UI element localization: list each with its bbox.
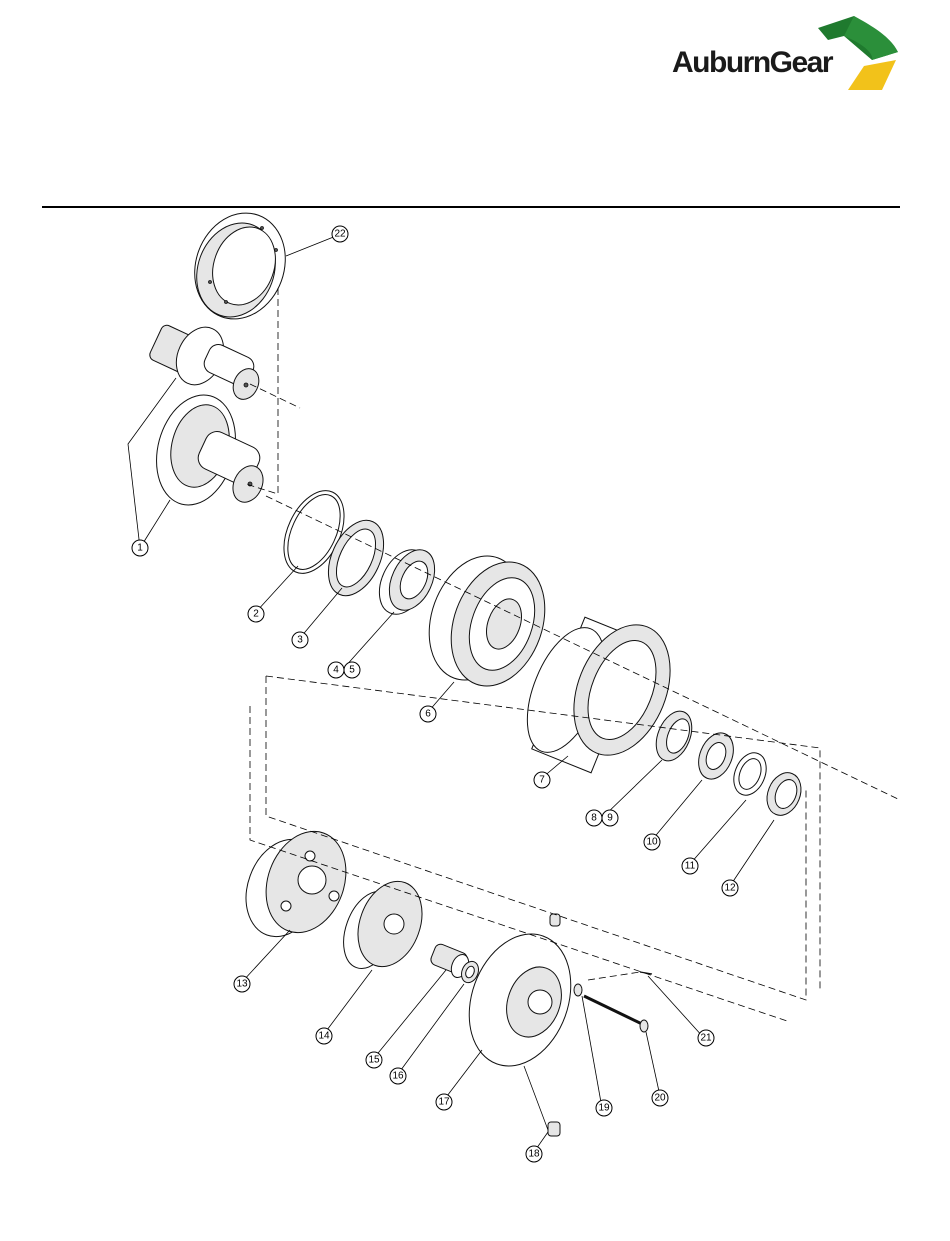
svg-text:5: 5 xyxy=(349,665,355,676)
callout-8: 8 xyxy=(586,810,602,826)
callout-19: 19 xyxy=(596,1100,612,1116)
svg-text:6: 6 xyxy=(425,709,431,720)
svg-text:1: 1 xyxy=(137,543,143,554)
svg-text:8: 8 xyxy=(591,813,597,824)
part-11-lock-washer xyxy=(728,748,772,800)
part-20-shaft xyxy=(584,996,648,1032)
svg-text:17: 17 xyxy=(438,1097,450,1108)
callout-15: 15 xyxy=(366,1052,382,1068)
callout-21: 21 xyxy=(698,1030,714,1046)
svg-text:22: 22 xyxy=(334,229,346,240)
callout-2: 2 xyxy=(248,606,264,622)
svg-text:11: 11 xyxy=(685,861,696,872)
callout-11: 11 xyxy=(682,858,698,874)
callout-14: 14 xyxy=(316,1028,332,1044)
svg-text:3: 3 xyxy=(297,635,303,646)
part-18-plug-upper xyxy=(550,914,560,926)
callout-13: 13 xyxy=(234,976,250,992)
callout-6: 6 xyxy=(420,706,436,722)
callout-9: 9 xyxy=(602,810,618,826)
callout-22: 22 xyxy=(332,226,348,242)
svg-text:9: 9 xyxy=(607,813,613,824)
callout-5: 5 xyxy=(344,662,360,678)
part-1-spindle-upper xyxy=(148,320,264,404)
svg-text:19: 19 xyxy=(598,1103,610,1114)
svg-text:20: 20 xyxy=(654,1093,666,1104)
part-10-thrust-washer xyxy=(692,728,740,784)
svg-text:18: 18 xyxy=(528,1149,540,1160)
part-12-lock-nut xyxy=(761,768,807,821)
part-13-carrier xyxy=(233,820,359,947)
callout-4: 4 xyxy=(328,662,344,678)
callout-20: 20 xyxy=(652,1090,668,1106)
svg-text:21: 21 xyxy=(700,1033,712,1044)
part-18-plug-lower xyxy=(548,1122,560,1136)
callout-18: 18 xyxy=(526,1146,542,1162)
callout-7: 7 xyxy=(534,772,550,788)
svg-text:14: 14 xyxy=(318,1031,330,1042)
part-17-cover xyxy=(452,920,589,1081)
svg-text:4: 4 xyxy=(333,665,339,676)
svg-text:10: 10 xyxy=(646,837,658,848)
svg-text:15: 15 xyxy=(368,1055,380,1066)
callout-3: 3 xyxy=(292,632,308,648)
callout-10: 10 xyxy=(644,834,660,850)
part-1-spindle-lower xyxy=(145,386,269,514)
callout-16: 16 xyxy=(390,1068,406,1084)
part-14-carrier xyxy=(334,872,433,975)
svg-text:16: 16 xyxy=(392,1071,404,1082)
callout-1: 1 xyxy=(132,540,148,556)
svg-text:13: 13 xyxy=(236,979,248,990)
svg-text:7: 7 xyxy=(539,775,545,786)
callout-17: 17 xyxy=(436,1094,452,1110)
part-19-washer xyxy=(574,984,582,996)
callout-12: 12 xyxy=(722,880,738,896)
part-22-ring xyxy=(180,200,300,332)
svg-text:2: 2 xyxy=(253,609,259,620)
svg-text:12: 12 xyxy=(724,883,736,894)
